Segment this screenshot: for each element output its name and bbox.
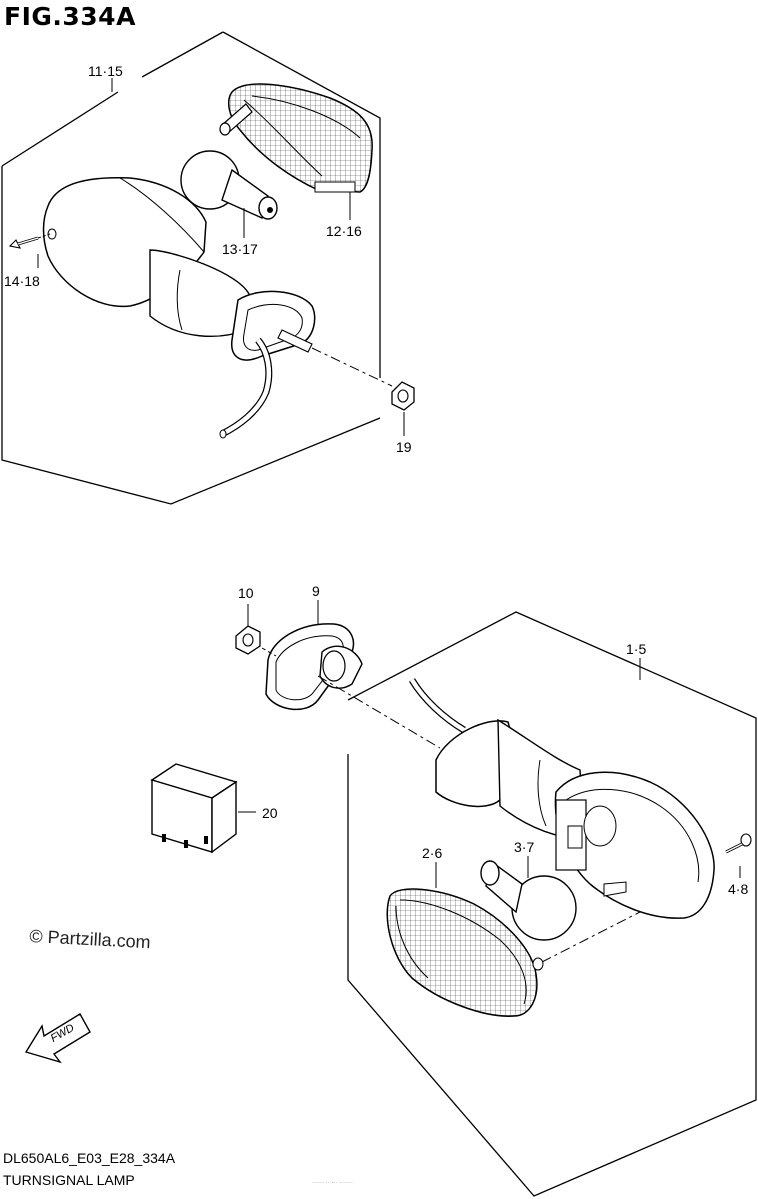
lower-screw-part (725, 833, 752, 854)
upper-nut-part (391, 381, 415, 411)
callout-3-7: 3·7 (514, 839, 534, 855)
lower-housing-part (317, 675, 715, 919)
callout-14-18: 14·18 (4, 273, 40, 289)
lower-assembly-box (347, 611, 757, 1197)
tiny-text: ······ ·· ··· ······· (312, 1180, 353, 1186)
lower-bulb-part (480, 860, 577, 941)
lower-leader-lines (238, 600, 741, 888)
lower-gasket-part (265, 623, 363, 711)
upper-screw-part (8, 233, 51, 249)
callout-12-16: 12·16 (326, 223, 362, 239)
model-code: DL650AL6_E03_E28_334A (3, 1150, 176, 1166)
callout-20: 20 (262, 805, 278, 821)
fwd-arrow-icon: FWD (24, 1013, 91, 1064)
lens-screw-part (219, 103, 253, 136)
callout-19: 19 (396, 439, 412, 455)
upper-assembly-box (1, 31, 381, 505)
upper-bulb-part (180, 150, 278, 220)
callout-9: 9 (312, 583, 320, 599)
callout-2-6: 2·6 (422, 845, 442, 861)
callout-13-17: 13·17 (222, 241, 258, 257)
upper-leader-lines (37, 78, 405, 436)
callout-1-5: 1·5 (626, 641, 646, 657)
callout-10: 10 (238, 585, 254, 601)
upper-lens-part (227, 83, 373, 193)
callout-11-15: 11·15 (88, 63, 123, 79)
lower-nut-part (235, 625, 261, 655)
relay-part (150, 763, 238, 854)
lower-lens-part (386, 888, 641, 1017)
figure-title: FIG.334A (4, 2, 136, 31)
upper-wire-part (219, 329, 393, 439)
callout-labels: 11·15 12·16 13·17 14·18 19 10 9 1·5 20 2… (4, 63, 748, 897)
figure-caption: TURNSIGNAL LAMP (3, 1172, 135, 1188)
callout-4-8: 4·8 (728, 881, 748, 897)
